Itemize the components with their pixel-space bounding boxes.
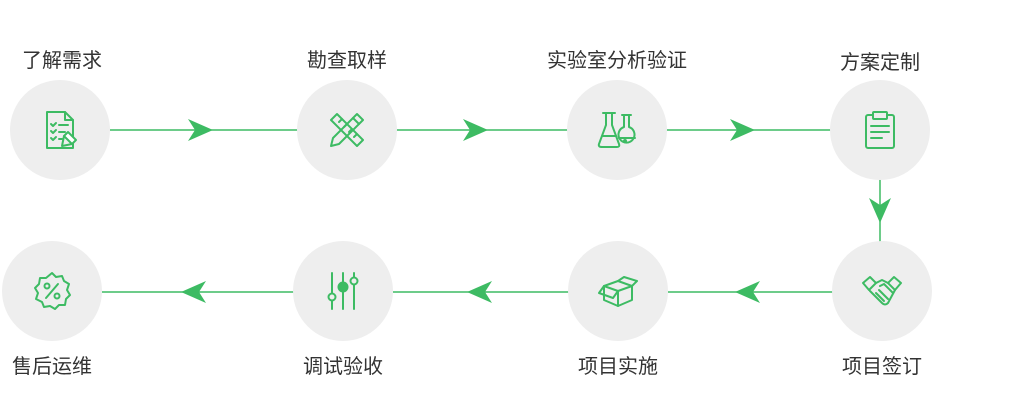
arrow-left-icon: [735, 281, 760, 303]
sliders-icon: [327, 272, 359, 310]
step-4-circle: [830, 80, 930, 180]
step-7-circle: [293, 241, 393, 341]
arrow-left-icon: [181, 281, 206, 303]
arrow-left-icon: [467, 281, 492, 303]
step-8-label: 售后运维: [12, 354, 92, 378]
step-1-circle: [10, 80, 110, 180]
step-8-circle: [2, 241, 102, 341]
step-3-circle: [567, 80, 667, 180]
step-5-label: 项目签订: [842, 354, 922, 378]
step-7-label: 调试验收: [303, 354, 383, 378]
arrow-right-icon: [463, 119, 488, 141]
open-box-icon: [598, 276, 638, 307]
handshake-icon: [862, 276, 902, 306]
lab-flask-icon: [597, 112, 636, 148]
connector-3-4: [665, 119, 833, 141]
connector-1-2: [110, 119, 300, 141]
step-3-label: 实验室分析验证: [547, 48, 687, 72]
step-2-label: 勘查取样: [307, 48, 387, 72]
connector-7-8: [102, 281, 296, 303]
arrow-right-icon: [730, 119, 755, 141]
connector-4-5: [869, 178, 891, 243]
document-checklist-icon: [46, 111, 77, 149]
connector-6-7: [393, 281, 571, 303]
step-5-circle: [832, 241, 932, 341]
step-4-label: 方案定制: [840, 50, 920, 74]
step-6-label: 项目实施: [578, 354, 658, 378]
connector-2-3: [395, 119, 570, 141]
step-1-label: 了解需求: [22, 48, 102, 72]
arrow-down-icon: [869, 198, 891, 223]
ruler-pencil-icon: [330, 113, 364, 147]
percent-badge-icon: [34, 272, 71, 310]
step-2-circle: [297, 80, 397, 180]
step-6-circle: [568, 241, 668, 341]
connector-5-6: [668, 281, 835, 303]
arrow-right-icon: [188, 119, 213, 141]
clipboard-icon: [865, 111, 895, 149]
